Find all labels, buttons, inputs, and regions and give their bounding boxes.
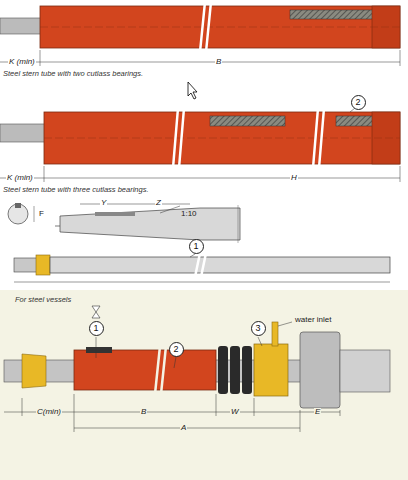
callout-circle: 2 <box>351 95 366 110</box>
taper-ratio: 1:10 <box>180 210 198 218</box>
caption: For steel vessels <box>14 296 72 304</box>
dimension-label: H <box>290 174 298 182</box>
part-label: water inlet <box>294 316 332 324</box>
dimension-label: E <box>314 408 321 416</box>
dimension-label: B <box>140 408 147 416</box>
dimension-label: B <box>215 58 222 66</box>
dimension-label: W <box>230 408 240 416</box>
dimension-label: K (min) <box>6 174 34 182</box>
caption: Steel stern tube with two cutlass bearin… <box>2 70 144 78</box>
dimension-label: C(min) <box>36 408 62 416</box>
callout-circle: 1 <box>189 239 204 254</box>
dimension-label: F <box>38 210 45 218</box>
callout-number: 2 <box>173 345 178 354</box>
dimension-label: K (min) <box>8 58 36 66</box>
callout-circle: 2 <box>169 342 184 357</box>
callout-number: 1 <box>193 242 198 251</box>
callout-number: 2 <box>355 98 360 107</box>
callout-circle: 3 <box>251 321 266 336</box>
dimension-label: A <box>180 424 187 432</box>
callout-number: 3 <box>255 324 260 333</box>
caption: Steel stern tube with three cutlass bear… <box>2 186 150 194</box>
dimension-label: Z <box>155 199 162 207</box>
callout-number: 1 <box>93 324 98 333</box>
callout-circle: 1 <box>89 321 104 336</box>
dimension-label: Y <box>100 199 107 207</box>
